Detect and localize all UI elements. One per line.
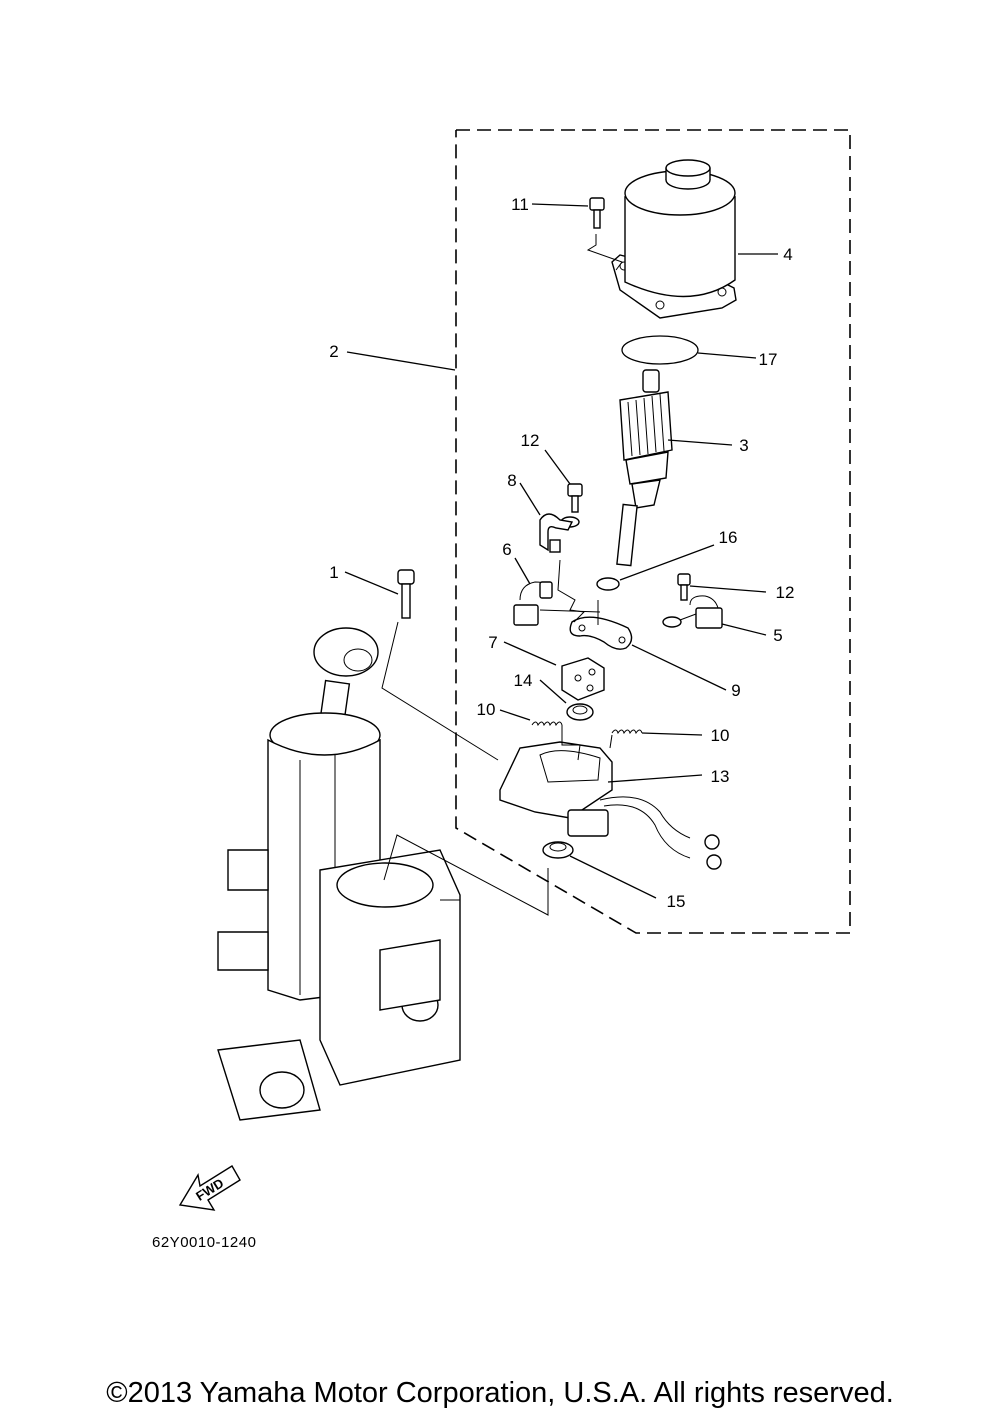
callout-9: 9 — [731, 681, 740, 700]
part-bracket-8 — [539, 513, 574, 552]
callout-17: 17 — [759, 350, 778, 369]
leader-lines — [344, 203, 778, 916]
part-spring-10a — [531, 721, 563, 727]
part-block-7 — [561, 657, 605, 701]
part-screw-12b — [662, 573, 691, 628]
part-bushing-14 — [566, 703, 594, 721]
part-armature — [616, 369, 673, 567]
callout-3: 3 — [739, 436, 748, 455]
fwd-arrow-icon: FWD — [178, 1165, 241, 1211]
part-seal-15 — [542, 841, 574, 859]
callout-8: 8 — [507, 471, 516, 490]
part-motor-housing — [611, 159, 737, 319]
assembly-boundary — [455, 129, 851, 934]
part-screw-11 — [586, 197, 623, 271]
part-o-ring — [621, 335, 699, 365]
part-brush-5 — [679, 595, 723, 629]
callout-6: 6 — [502, 540, 511, 559]
callout-7: 7 — [488, 633, 497, 652]
callout-1: 1 — [329, 563, 338, 582]
callout-10b: 10 — [711, 726, 730, 745]
callout-12b: 12 — [776, 583, 795, 602]
part-spring-10b — [611, 729, 643, 735]
callout-10a: 10 — [477, 700, 496, 719]
callout-5: 5 — [773, 626, 782, 645]
callout-12a: 12 — [521, 431, 540, 450]
cylinder-assembly — [217, 627, 461, 1121]
copyright-notice: ©2013 Yamaha Motor Corporation, U.S.A. A… — [106, 1377, 894, 1409]
callout-11: 11 — [511, 195, 529, 214]
part-washer-16 — [596, 577, 620, 591]
drawing-code: 62Y0010-1240 — [152, 1234, 256, 1251]
callout-13: 13 — [711, 767, 730, 786]
callout-16: 16 — [719, 528, 738, 547]
part-brush-plate-9 — [569, 616, 633, 650]
part-brush-6 — [513, 581, 553, 626]
callout-2: 2 — [329, 342, 338, 361]
part-base-13 — [499, 741, 722, 870]
callout-15: 15 — [667, 892, 686, 911]
callout-4: 4 — [783, 245, 792, 264]
part-bolt-1 — [397, 569, 415, 619]
callout-14: 14 — [514, 671, 533, 690]
